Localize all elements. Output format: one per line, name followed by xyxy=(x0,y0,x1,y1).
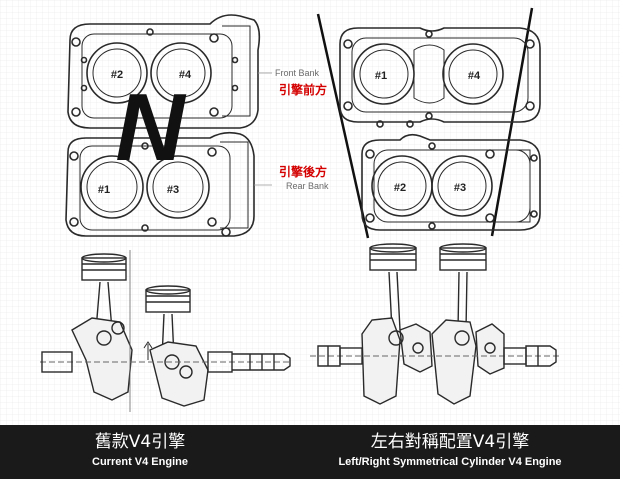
right-cyl-3: #3 xyxy=(454,182,466,194)
right-cyl-2: #2 xyxy=(394,182,406,194)
left-front-head xyxy=(67,14,261,129)
right-caption-cn: 左右對稱配置V4引擎 xyxy=(370,432,530,452)
left-crank-assembly xyxy=(40,250,291,412)
left-caption-cn: 舊款V4引擎 xyxy=(94,432,186,452)
left-cyl-2: #2 xyxy=(111,69,123,81)
right-cyl-4: #4 xyxy=(468,70,481,82)
right-caption-en: Left/Right Symmetrical Cylinder V4 Engin… xyxy=(338,456,562,468)
firing-pattern-letter: N xyxy=(115,74,186,181)
right-front-head xyxy=(339,27,541,128)
left-cyl-3: #3 xyxy=(167,184,179,196)
left-rear-head xyxy=(65,131,255,237)
left-cyl-4: #4 xyxy=(179,69,192,81)
engine-comparison-diagram: #2 #4 #1 #3 N xyxy=(0,0,620,425)
right-rear-head xyxy=(361,133,541,231)
front-bank-label-en: Front Bank xyxy=(275,68,320,78)
right-cyl-1: #1 xyxy=(375,70,387,82)
rear-bank-label-cn: 引擎後方 xyxy=(279,165,328,179)
front-bank-label-cn: 引擎前方 xyxy=(279,83,328,97)
bank-angle-line-left xyxy=(316,13,370,239)
right-crank-assembly xyxy=(310,243,560,405)
rear-bank-label-en: Rear Bank xyxy=(286,181,329,191)
caption-bar: 舊款V4引擎 Current V4 Engine 左右對稱配置V4引擎 Left… xyxy=(0,425,620,479)
left-caption-en: Current V4 Engine xyxy=(92,456,188,468)
left-cyl-1: #1 xyxy=(98,184,110,196)
